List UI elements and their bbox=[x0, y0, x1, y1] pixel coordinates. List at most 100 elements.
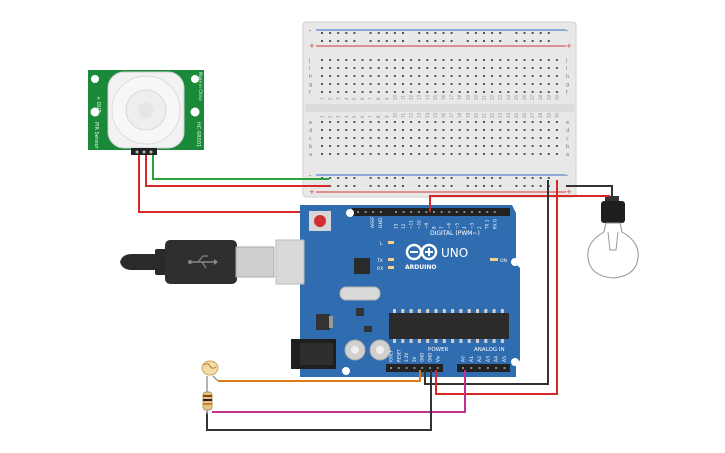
header-pin[interactable] bbox=[379, 211, 382, 213]
breadboard-hole[interactable] bbox=[353, 137, 356, 139]
breadboard-hole[interactable] bbox=[547, 67, 550, 69]
breadboard-hole[interactable] bbox=[418, 67, 421, 69]
header-pin[interactable] bbox=[478, 367, 481, 369]
breadboard-hole[interactable] bbox=[507, 75, 510, 77]
breadboard-hole[interactable] bbox=[458, 153, 461, 155]
header-pin[interactable] bbox=[495, 367, 498, 369]
header-pin[interactable] bbox=[463, 211, 466, 213]
breadboard-hole[interactable] bbox=[377, 67, 380, 69]
breadboard-hole[interactable] bbox=[377, 145, 380, 147]
header-pin[interactable] bbox=[486, 211, 489, 213]
breadboard-hole[interactable] bbox=[458, 129, 461, 131]
breadboard-hole[interactable] bbox=[483, 129, 485, 131]
breadboard-hole[interactable] bbox=[515, 59, 518, 61]
breadboard-hole[interactable] bbox=[442, 137, 445, 139]
pir-pin[interactable] bbox=[135, 150, 139, 154]
breadboard-hole[interactable] bbox=[531, 75, 534, 77]
breadboard-hole[interactable] bbox=[321, 67, 323, 69]
breadboard-hole[interactable] bbox=[531, 91, 534, 93]
breadboard-hole[interactable] bbox=[450, 83, 453, 85]
rail-hole[interactable] bbox=[547, 177, 550, 179]
breadboard-hole[interactable] bbox=[426, 67, 429, 69]
breadboard-hole[interactable] bbox=[377, 129, 380, 131]
breadboard-hole[interactable] bbox=[361, 129, 364, 131]
breadboard-hole[interactable] bbox=[474, 59, 477, 61]
breadboard-hole[interactable] bbox=[547, 129, 550, 131]
rail-hole[interactable] bbox=[385, 185, 388, 187]
breadboard-hole[interactable] bbox=[555, 59, 558, 61]
breadboard-hole[interactable] bbox=[507, 91, 510, 93]
breadboard-hole[interactable] bbox=[377, 75, 380, 77]
breadboard-hole[interactable] bbox=[321, 75, 323, 77]
breadboard-hole[interactable] bbox=[450, 145, 453, 147]
rail-hole[interactable] bbox=[321, 32, 323, 34]
rail-hole[interactable] bbox=[377, 40, 380, 42]
breadboard-hole[interactable] bbox=[402, 91, 404, 93]
rail-hole[interactable] bbox=[337, 185, 340, 187]
rail-hole[interactable] bbox=[442, 177, 445, 179]
breadboard-hole[interactable] bbox=[515, 145, 518, 147]
breadboard-hole[interactable] bbox=[450, 59, 453, 61]
breadboard-hole[interactable] bbox=[361, 83, 364, 85]
breadboard-hole[interactable] bbox=[385, 145, 388, 147]
rail-hole[interactable] bbox=[499, 32, 502, 34]
breadboard-hole[interactable] bbox=[434, 129, 437, 131]
breadboard-hole[interactable] bbox=[483, 75, 485, 77]
breadboard-hole[interactable] bbox=[515, 83, 518, 85]
breadboard-hole[interactable] bbox=[483, 137, 485, 139]
header-pin[interactable] bbox=[413, 367, 416, 369]
breadboard-hole[interactable] bbox=[337, 145, 340, 147]
breadboard-hole[interactable] bbox=[377, 91, 380, 93]
breadboard-hole[interactable] bbox=[474, 83, 477, 85]
breadboard-hole[interactable] bbox=[539, 121, 542, 123]
breadboard-hole[interactable] bbox=[499, 91, 502, 93]
rail-hole[interactable] bbox=[353, 32, 356, 34]
rail-hole[interactable] bbox=[393, 32, 396, 34]
breadboard-hole[interactable] bbox=[353, 75, 356, 77]
breadboard-hole[interactable] bbox=[523, 59, 526, 61]
breadboard-hole[interactable] bbox=[337, 91, 340, 93]
breadboard-hole[interactable] bbox=[337, 59, 340, 61]
rail-hole[interactable] bbox=[466, 32, 469, 34]
breadboard-hole[interactable] bbox=[499, 145, 502, 147]
breadboard-hole[interactable] bbox=[539, 91, 542, 93]
breadboard-hole[interactable] bbox=[426, 59, 429, 61]
breadboard-hole[interactable] bbox=[329, 129, 332, 131]
breadboard-hole[interactable] bbox=[466, 91, 469, 93]
breadboard-hole[interactable] bbox=[329, 121, 332, 123]
breadboard-hole[interactable] bbox=[466, 75, 469, 77]
rail-hole[interactable] bbox=[393, 40, 396, 42]
rail-hole[interactable] bbox=[377, 32, 380, 34]
breadboard-hole[interactable] bbox=[458, 75, 461, 77]
rail-hole[interactable] bbox=[450, 40, 453, 42]
rail-hole[interactable] bbox=[539, 185, 542, 187]
breadboard-hole[interactable] bbox=[539, 83, 542, 85]
breadboard-hole[interactable] bbox=[418, 121, 421, 123]
breadboard-hole[interactable] bbox=[491, 137, 494, 139]
breadboard-hole[interactable] bbox=[474, 153, 477, 155]
rail-hole[interactable] bbox=[434, 177, 437, 179]
breadboard-hole[interactable] bbox=[345, 67, 348, 69]
wire-5v-red[interactable] bbox=[435, 180, 558, 395]
header-pin[interactable] bbox=[470, 367, 473, 369]
rail-hole[interactable] bbox=[385, 32, 388, 34]
breadboard-hole[interactable] bbox=[474, 137, 477, 139]
breadboard-hole[interactable] bbox=[474, 91, 477, 93]
breadboard-hole[interactable] bbox=[523, 129, 526, 131]
breadboard-hole[interactable] bbox=[321, 59, 323, 61]
breadboard-hole[interactable] bbox=[515, 121, 518, 123]
breadboard-hole[interactable] bbox=[523, 137, 526, 139]
breadboard-hole[interactable] bbox=[369, 67, 372, 69]
rail-hole[interactable] bbox=[531, 32, 534, 34]
rail-hole[interactable] bbox=[483, 32, 485, 34]
rail-hole[interactable] bbox=[418, 40, 421, 42]
header-pin[interactable] bbox=[402, 211, 405, 213]
rail-hole[interactable] bbox=[353, 177, 356, 179]
rail-hole[interactable] bbox=[402, 32, 404, 34]
breadboard-hole[interactable] bbox=[507, 83, 510, 85]
header-pin[interactable] bbox=[417, 211, 420, 213]
breadboard-hole[interactable] bbox=[329, 153, 332, 155]
rail-hole[interactable] bbox=[515, 185, 518, 187]
